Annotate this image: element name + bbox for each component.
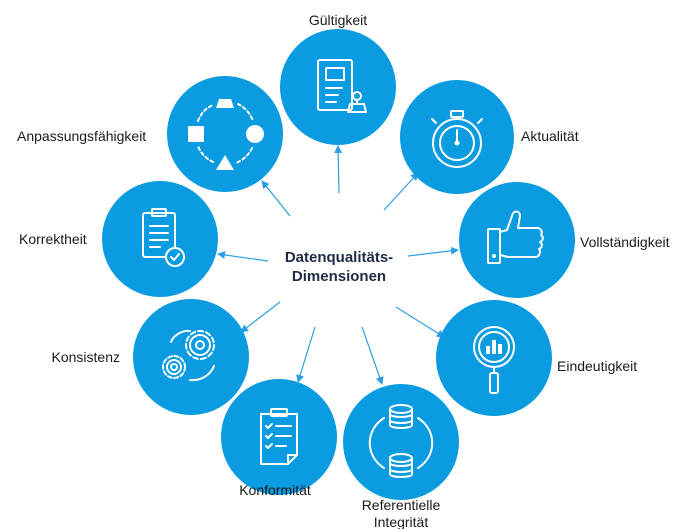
anpassung-label: Anpassungsfähigkeit — [17, 128, 146, 144]
arrow-vollstaendigkeit — [407, 246, 459, 257]
gueltigkeit-label: Gültigkeit — [309, 12, 367, 28]
clipboard-check-icon — [142, 208, 185, 267]
arrow-referentielle — [361, 326, 384, 385]
konformitaet-label: Konformität — [239, 482, 311, 498]
center-title-line1: Datenqualitäts- — [285, 249, 393, 266]
eindeutigkeit-label: Eindeutigkeit — [557, 358, 637, 374]
dimension-konformitaet: Konformität — [221, 379, 337, 498]
vollstaendigkeit-circle — [459, 182, 575, 298]
connector-arrows — [217, 145, 459, 385]
arrow-korrektheit — [217, 251, 269, 262]
document-stamp-icon — [317, 59, 367, 113]
arrow-eindeutigkeit — [395, 306, 445, 338]
konsistenz-label: Konsistenz — [52, 349, 120, 365]
stopwatch-icon — [431, 110, 483, 168]
korrektheit-label: Korrektheit — [19, 231, 87, 247]
dimension-konsistenz: Konsistenz — [52, 299, 249, 415]
referentielle-circle — [343, 384, 459, 500]
anpassung-circle — [167, 76, 283, 192]
arrow-konsistenz — [240, 301, 281, 333]
dimension-aktualitaet: Aktualität — [400, 80, 579, 194]
shape-cycle-icon — [188, 99, 264, 170]
arrow-gueltigkeit — [334, 145, 343, 194]
referentielle-label-line1: Referentielle — [362, 497, 441, 513]
thumbs-up-icon — [487, 210, 544, 264]
vollstaendigkeit-label: Vollständigkeit — [580, 234, 670, 250]
checklist-clipboard-icon — [260, 408, 298, 465]
dimension-referentielle-integritaet: Referentielle Integrität — [343, 384, 459, 529]
dimension-eindeutigkeit: Eindeutigkeit — [436, 300, 637, 416]
referentielle-label-line2: Integrität — [374, 514, 429, 529]
dimension-gueltigkeit: Gültigkeit — [280, 12, 396, 145]
arrow-aktualitaet — [383, 172, 419, 211]
gears-icon — [162, 329, 215, 382]
dimension-vollstaendigkeit: Vollständigkeit — [459, 182, 670, 298]
dimension-anpassungsfaehigkeit: Anpassungsfähigkeit — [17, 76, 283, 192]
konsistenz-circle — [133, 299, 249, 415]
aktualitaet-label: Aktualität — [521, 128, 579, 144]
arrow-anpassung — [261, 180, 291, 217]
center-title-line2: Dimensionen — [292, 268, 386, 285]
linked-databases-icon — [368, 404, 434, 478]
arrow-konformitaet — [296, 326, 316, 383]
magnifier-chart-icon — [473, 326, 515, 394]
eindeutigkeit-circle — [436, 300, 552, 416]
dimension-korrektheit: Korrektheit — [19, 181, 218, 297]
